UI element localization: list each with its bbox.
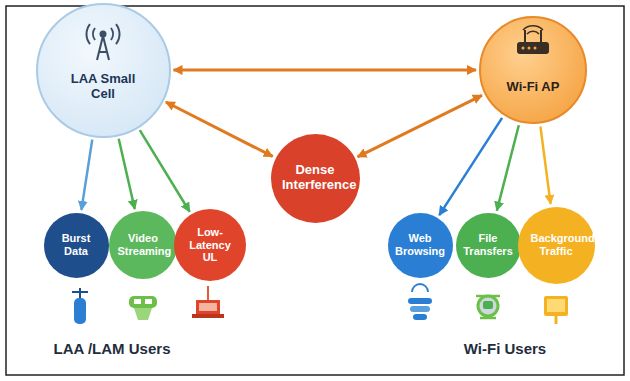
node-text: Wi-Fi AP (507, 80, 560, 95)
connector-arrow (497, 125, 519, 210)
traffic-circle: Background Traffic (518, 207, 595, 284)
access-point-circle: Wi-Fi AP (479, 16, 587, 124)
router-device-icon (408, 284, 432, 320)
connector-arrow (81, 140, 92, 210)
node-text: File Transfers (463, 232, 514, 257)
phone-icon (72, 288, 88, 324)
node-label: Web Browsing (395, 232, 446, 257)
node-text: Burst Data (51, 232, 102, 257)
traffic-circle: Low-Latency UL (174, 209, 246, 281)
node-label: Dense Interference (282, 163, 348, 193)
node-text: LAA Small Cell (64, 72, 143, 102)
node-label: Background Traffic (531, 232, 582, 257)
node-label: File Transfers (463, 232, 514, 257)
group-label: LAA /LAM Users (54, 340, 171, 357)
interference-circle: Dense Interference (271, 134, 360, 223)
group-label: Wi-Fi Users (464, 340, 546, 357)
connector-arrow (166, 102, 273, 156)
connector-arrow (140, 130, 190, 212)
connector-arrow (540, 127, 550, 204)
laptop-icon (192, 286, 224, 318)
traffic-circle: File Transfers (456, 213, 521, 278)
traffic-circle: Web Browsing (388, 213, 453, 278)
traffic-circle: Burst Data (44, 213, 109, 278)
node-text: Dense Interference (282, 163, 348, 193)
node-label: Burst Data (51, 232, 102, 257)
tablet-icon (544, 296, 568, 324)
connector-arrow (174, 69, 477, 72)
node-text: Background Traffic (531, 232, 582, 257)
connector-arrow (358, 95, 482, 157)
drone-icon (476, 296, 500, 318)
headset-icon (129, 296, 157, 320)
small-cell-circle: LAA Small Cell (36, 3, 171, 138)
node-text: Web Browsing (395, 232, 446, 257)
traffic-circle: Video Streaming (109, 211, 177, 279)
connector-arrow (439, 118, 502, 215)
node-label: Wi-Fi AP (507, 80, 560, 95)
node-text: Video Streaming (118, 232, 169, 257)
node-label: Low-Latency UL (185, 226, 236, 264)
node-text: Low-Latency UL (185, 226, 236, 264)
node-label: Video Streaming (118, 232, 169, 257)
node-label: LAA Small Cell (64, 72, 143, 102)
connector-arrow (119, 139, 135, 209)
